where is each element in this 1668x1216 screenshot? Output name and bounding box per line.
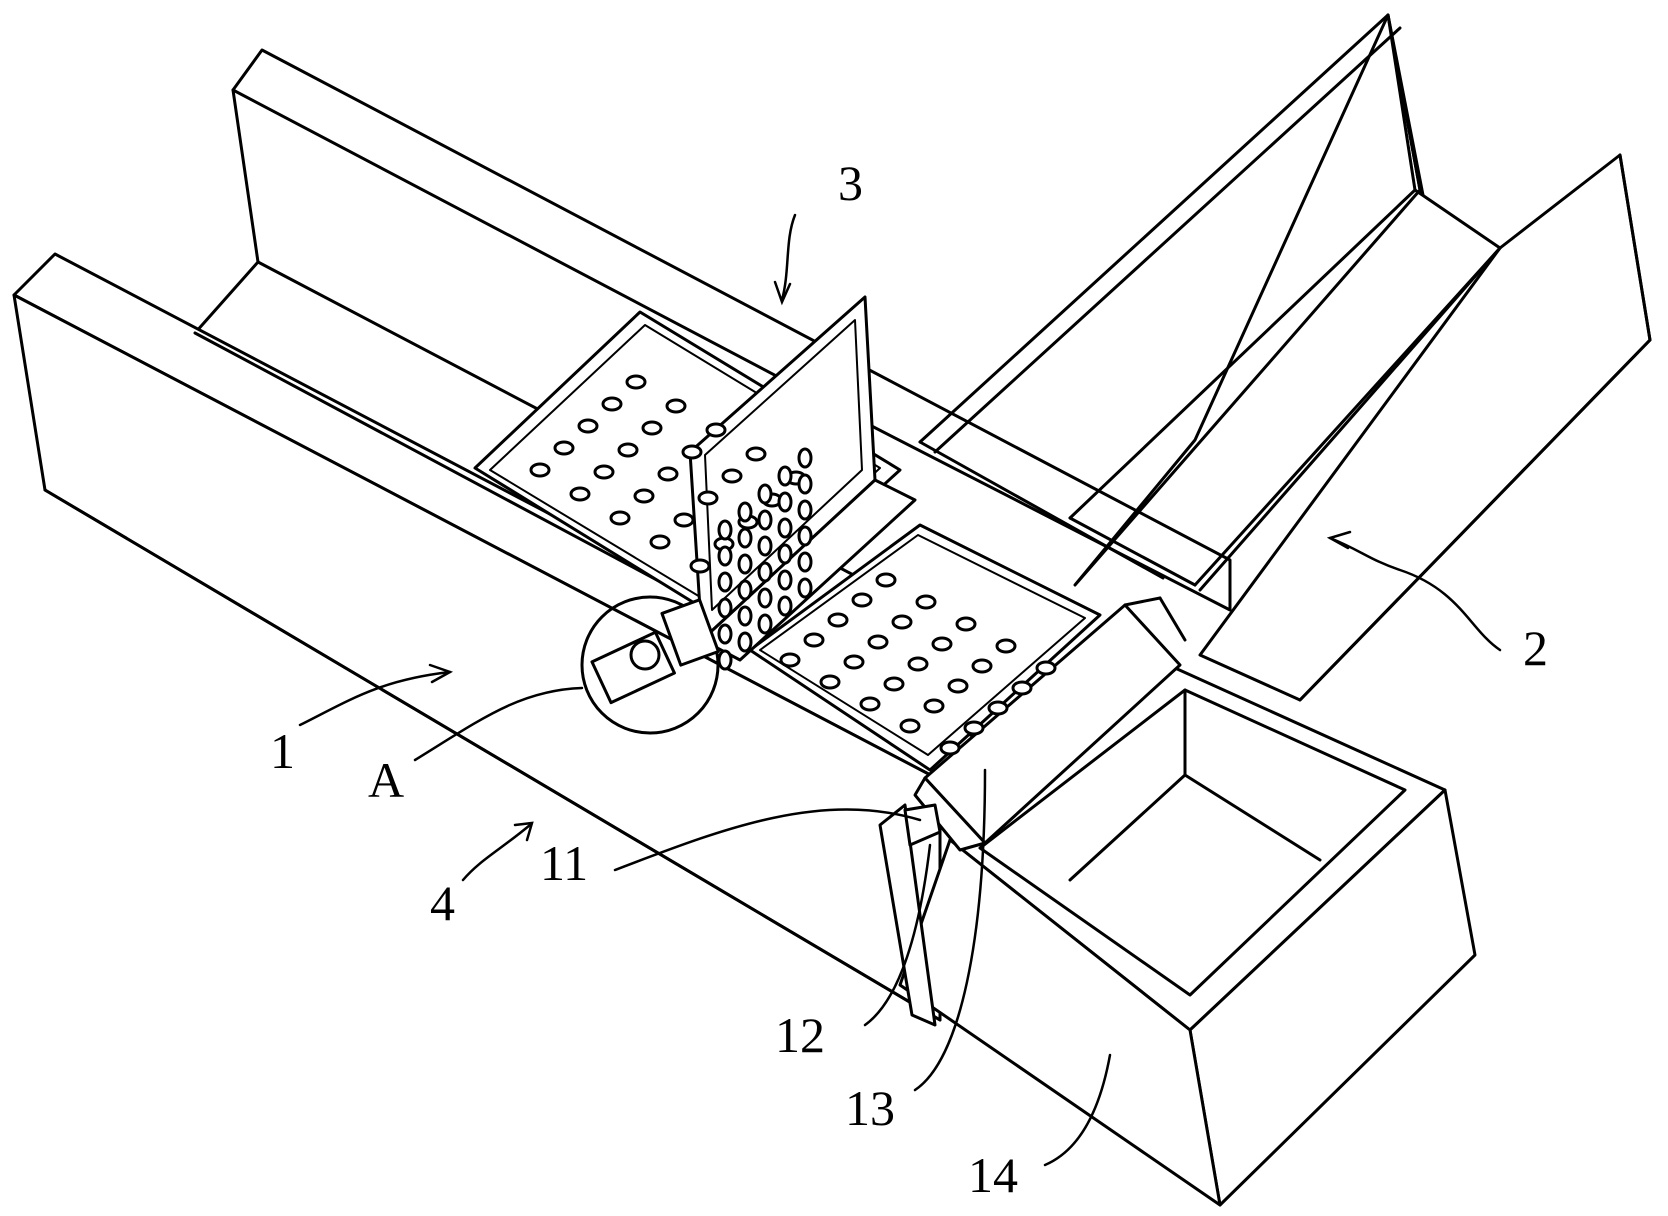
- plate-hole: [737, 579, 753, 601]
- plate-hole: [819, 674, 841, 690]
- plate-hole: [777, 491, 793, 513]
- plate-hole: [971, 658, 993, 674]
- plate-hole: [717, 545, 733, 567]
- plate-hole: [649, 534, 671, 550]
- plate-hole: [757, 613, 773, 635]
- plate-hole: [617, 442, 639, 458]
- plate-hole: [923, 698, 945, 714]
- plate-hole: [697, 490, 719, 506]
- plate-hole: [757, 561, 773, 583]
- plate-hole: [963, 720, 985, 736]
- plate-hole: [717, 571, 733, 593]
- sorting-plate-right: [748, 523, 1102, 772]
- label-12: 12: [775, 1007, 825, 1063]
- plate-hole: [1011, 680, 1033, 696]
- plate-hole: [777, 595, 793, 617]
- label-2: 2: [1523, 620, 1548, 676]
- plate-hole: [1035, 660, 1057, 676]
- plate-hole: [851, 592, 873, 608]
- plate-hole: [757, 483, 773, 505]
- plate-hole: [947, 678, 969, 694]
- plate-hole: [827, 612, 849, 628]
- plate-hole: [875, 572, 897, 588]
- chute: [913, 596, 1187, 852]
- plate-hole: [757, 509, 773, 531]
- plate-hole: [657, 466, 679, 482]
- plate-hole: [803, 632, 825, 648]
- plate-hole: [907, 656, 929, 672]
- plate-hole: [797, 473, 813, 495]
- plate-hole: [891, 614, 913, 630]
- plate-hole: [995, 638, 1017, 654]
- label-4: 4: [430, 875, 455, 931]
- plate-hole: [641, 420, 663, 436]
- plate-hole: [717, 597, 733, 619]
- plate-hole: [797, 525, 813, 547]
- plate-hole: [737, 553, 753, 575]
- plate-hole: [625, 374, 647, 390]
- motor-assembly: [580, 595, 720, 735]
- plate-hole: [737, 631, 753, 653]
- plate-hole: [737, 501, 753, 523]
- plate-holes: [529, 374, 1057, 756]
- plate-hole: [859, 696, 881, 712]
- label-11: 11: [540, 835, 588, 891]
- plate-hole: [745, 446, 767, 462]
- plate-hole: [777, 543, 793, 565]
- plate-hole: [931, 636, 953, 652]
- plate-hole: [705, 422, 727, 438]
- plate-hole: [757, 587, 773, 609]
- plate-hole: [665, 398, 687, 414]
- plate-hole: [673, 512, 695, 528]
- plate-hole: [601, 396, 623, 412]
- plate-hole: [717, 623, 733, 645]
- label-1: 1: [270, 723, 295, 779]
- plate-hole: [737, 605, 753, 627]
- plate-hole: [609, 510, 631, 526]
- plate-hole: [593, 464, 615, 480]
- plate-hole: [777, 465, 793, 487]
- plate-hole: [797, 577, 813, 599]
- callouts: 3 2 1 A 4 11 12 13 14: [270, 155, 1548, 1203]
- plate-hole: [955, 616, 977, 632]
- sensor-post: [878, 803, 942, 1027]
- plate-hole: [529, 462, 551, 478]
- plate-hole: [553, 440, 575, 456]
- plate-hole: [899, 718, 921, 734]
- plate-hole: [689, 558, 711, 574]
- plate-hole: [939, 740, 961, 756]
- plate-hole: [779, 652, 801, 668]
- plate-hole: [633, 488, 655, 504]
- plate-hole: [717, 519, 733, 541]
- plate-hole: [757, 535, 773, 557]
- plate-hole: [717, 649, 733, 671]
- label-13: 13: [845, 1080, 895, 1136]
- plate-hole: [797, 499, 813, 521]
- plate-hole: [867, 634, 889, 650]
- label-A: A: [368, 752, 404, 808]
- plate-hole: [737, 527, 753, 549]
- plate-hole: [777, 569, 793, 591]
- plate-hole: [797, 447, 813, 469]
- plate-hole: [569, 486, 591, 502]
- plate-hole: [577, 418, 599, 434]
- label-14: 14: [968, 1147, 1018, 1203]
- plate-hole: [681, 444, 703, 460]
- plate-hole: [915, 594, 937, 610]
- plate-hole: [883, 676, 905, 692]
- plate-hole: [843, 654, 865, 670]
- label-3: 3: [838, 155, 863, 211]
- plate-hole: [721, 468, 743, 484]
- plate-hole: [797, 551, 813, 573]
- side-channel: [918, 13, 1652, 702]
- plate-hole: [777, 517, 793, 539]
- plate-hole: [987, 700, 1009, 716]
